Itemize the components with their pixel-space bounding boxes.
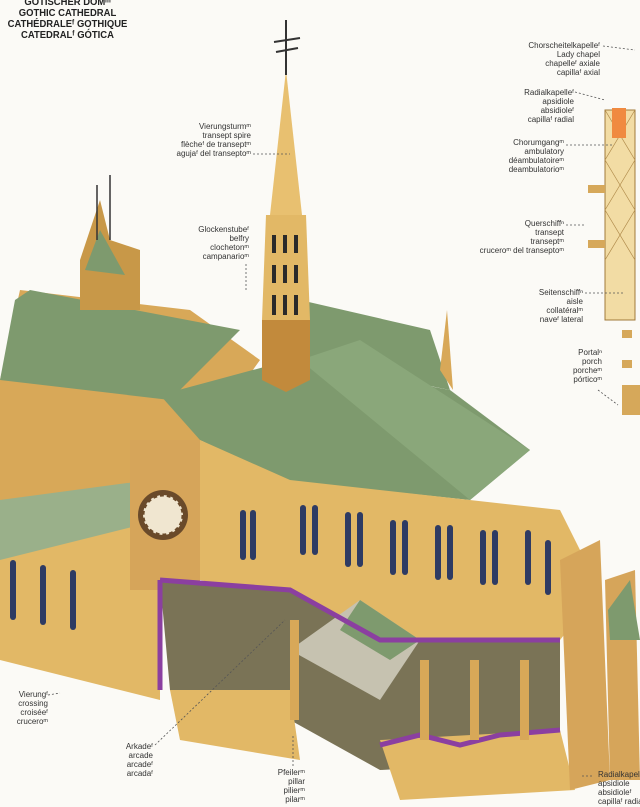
label-line: Lady chapel bbox=[556, 50, 600, 59]
label-line: ambulatory bbox=[524, 147, 564, 156]
label-line: absidioleᶠ bbox=[540, 106, 574, 115]
windows bbox=[10, 505, 551, 630]
diagram-title: GOTISCHER DOMᵐ GOTHIC CATHEDRAL CATHÉDRA… bbox=[0, 0, 135, 41]
nave bbox=[0, 290, 260, 700]
label-line: chapelleᶠ axiale bbox=[545, 59, 600, 68]
label-line: capillaᶠ radial bbox=[598, 797, 640, 806]
label-line: arcadaᶠ bbox=[126, 769, 153, 778]
buttresses bbox=[560, 540, 640, 790]
title-de: GOTISCHER DOMᵐ bbox=[24, 0, 111, 8]
label-line: transeptᵐ bbox=[530, 237, 565, 246]
label-line: pilarᵐ bbox=[285, 795, 305, 804]
label-apsidiole-bottom: Radialkapelleapsidioleabsidioleᶠcapillaᶠ… bbox=[598, 770, 640, 806]
label-line: apsidiole bbox=[542, 97, 574, 106]
label-line: porch bbox=[581, 357, 602, 366]
label-line: crossing bbox=[18, 699, 48, 708]
label-line: pórticoᵐ bbox=[573, 375, 602, 384]
label-line: pilierᵐ bbox=[283, 786, 305, 795]
label-line: cruceroᵐ del transeptoᵐ bbox=[479, 246, 564, 255]
label-line: flècheᶠ de transeptᵐ bbox=[180, 140, 251, 149]
label-line: Chorumgangᵐ bbox=[513, 138, 564, 147]
label-line: capillaᶠ axial bbox=[556, 68, 600, 77]
label-line: transept bbox=[535, 228, 564, 237]
label-line: absidioleᶠ bbox=[598, 788, 632, 797]
label-line: collatéralᵐ bbox=[546, 306, 583, 315]
label-line: capillaᶠ radial bbox=[527, 115, 574, 124]
label-line: Arkadeᶠ bbox=[125, 742, 153, 751]
label-line: apsidiole bbox=[598, 779, 630, 788]
label-line: Pfeilerᵐ bbox=[277, 768, 305, 777]
title-en: GOTHIC CATHEDRAL bbox=[18, 7, 117, 19]
label-line: Radialkapelle bbox=[598, 770, 640, 779]
label-line: déambulatoireᵐ bbox=[508, 156, 564, 165]
label-line: arcade bbox=[128, 751, 153, 760]
leader-lines bbox=[47, 45, 636, 777]
title-fr: CATHÉDRALEᶠ GOTHIQUE bbox=[7, 18, 128, 30]
label-line: belfry bbox=[229, 234, 249, 243]
label-line: arcadeᶠ bbox=[126, 760, 153, 769]
label-line: Radialkapelleᶠ bbox=[524, 88, 574, 97]
label-line: transept spire bbox=[202, 131, 251, 140]
label-line: agujaᶠ del transeptoᵐ bbox=[176, 149, 251, 158]
cutaway-floor bbox=[157, 577, 575, 800]
label-line: porcheᵐ bbox=[572, 366, 602, 375]
transept-roof bbox=[160, 300, 530, 500]
label-line: campanarioᵐ bbox=[202, 252, 249, 261]
label-line: cruceroᵐ bbox=[16, 717, 48, 726]
label-line: Vierungsturmᵐ bbox=[198, 122, 251, 131]
label-line: naveᶠ lateral bbox=[539, 315, 583, 324]
label-line: Querschiffⁿ bbox=[524, 219, 564, 228]
label-line: Chorscheitelkapelleᶠ bbox=[528, 41, 600, 50]
label-line: Glockenstubeᶠ bbox=[198, 225, 249, 234]
label-line: clochetonᵐ bbox=[210, 243, 249, 252]
label-line: croiséeᶠ bbox=[20, 708, 48, 717]
label-line: deambulatorioᵐ bbox=[508, 165, 564, 174]
crossing-spire bbox=[262, 20, 310, 392]
west-tower bbox=[80, 175, 140, 310]
title-es: CATEDRALᶠ GÓTICA bbox=[21, 29, 114, 41]
label-line: aisle bbox=[566, 297, 583, 306]
label-line: Portalⁿ bbox=[578, 348, 602, 357]
label-line: pillar bbox=[288, 777, 305, 786]
label-line: Vierungᶠ bbox=[18, 690, 48, 699]
label-line: Seitenschiffⁿ bbox=[538, 288, 583, 297]
